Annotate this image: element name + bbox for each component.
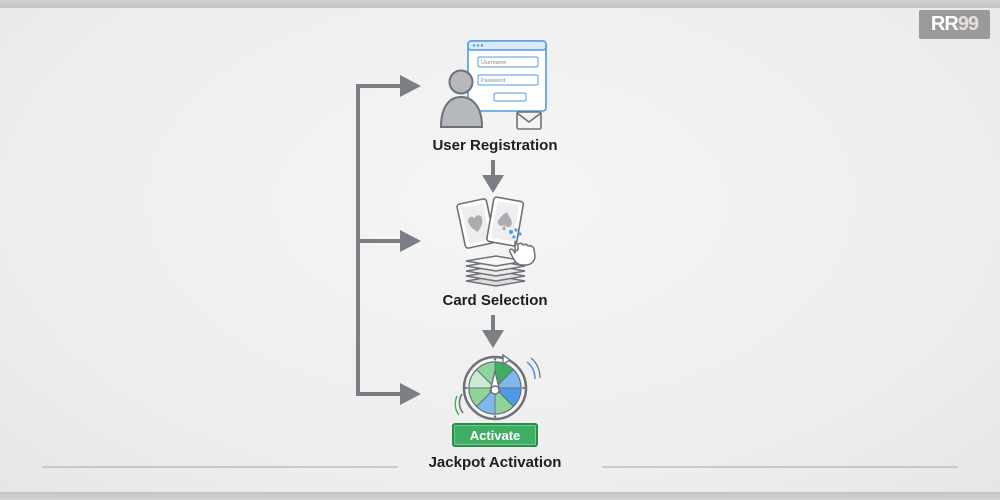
user-registration-icon: Username Password xyxy=(439,40,547,130)
envelope-icon xyxy=(516,111,542,130)
playing-card-spade xyxy=(486,196,525,247)
logo-text-b: 99 xyxy=(957,13,979,35)
step-label-cards: Card Selection xyxy=(442,292,548,309)
down-arrow-2 xyxy=(482,315,504,348)
playing-card-heart xyxy=(456,198,496,249)
bracket-arrow-registration xyxy=(358,75,421,97)
logo-text-a: RR xyxy=(930,13,959,35)
step-label-jackpot: Jackpot Activation xyxy=(428,454,562,471)
password-field xyxy=(477,74,539,86)
username-field xyxy=(477,56,539,68)
person-icon xyxy=(439,69,484,128)
jackpot-wheel-icon xyxy=(454,353,541,421)
pointer-hand-icon xyxy=(509,228,536,266)
submit-field xyxy=(493,92,527,102)
down-arrow-1 xyxy=(482,160,504,193)
bracket-arrow-jackpot xyxy=(358,383,421,405)
board-frame-bottom xyxy=(0,492,1000,500)
bracket-arrow-cards xyxy=(358,230,421,252)
card-deck-icon xyxy=(465,255,526,287)
card-selection-icon xyxy=(456,196,536,287)
username-placeholder: Username xyxy=(481,60,506,66)
activate-button[interactable]: Activate xyxy=(452,423,538,447)
password-placeholder: Password xyxy=(481,78,505,84)
step-label-registration: User Registration xyxy=(432,137,558,154)
board-frame-top xyxy=(0,0,1000,8)
